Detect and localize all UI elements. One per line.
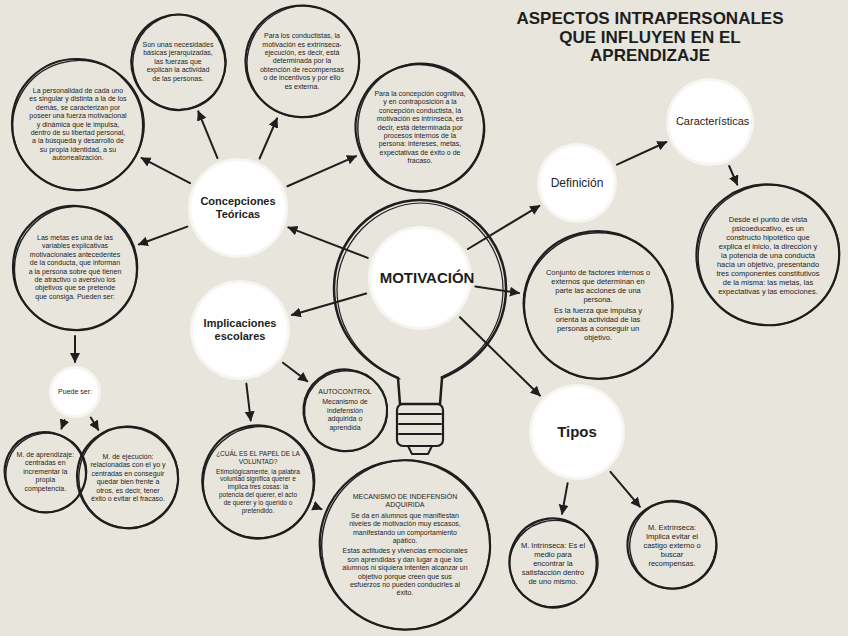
node-content: AUTOCONTROL Mecanismo de indefensión adqu…	[314, 388, 377, 432]
node-text: Las metas es una de las variables explic…	[29, 234, 122, 301]
arrow-connector	[292, 294, 366, 315]
node-text: Es la fuerza que impulsa y orienta la ac…	[543, 306, 653, 342]
arrow-connector	[198, 111, 217, 158]
node-text: Puede ser:	[55, 388, 95, 396]
topic-circle: Concepciones Teóricas	[188, 158, 288, 258]
node-content: MOTIVACIÓN	[380, 269, 461, 287]
node-text: ¿CUÁL ES EL PAPEL DE LA VOLUNTAD?	[216, 450, 300, 466]
note-circle: Para la concepción cognitiva, y en contr…	[354, 62, 486, 194]
note-circle: ¿CUÁL ES EL PAPEL DE LA VOLUNTAD?Etimoló…	[200, 424, 316, 540]
node-content: M. Intrínseca: Es el medio para encontra…	[520, 541, 587, 586]
arrow-connector	[287, 156, 356, 186]
node-content: Las metas es una de las variables explic…	[29, 234, 122, 301]
node-content: M. de aprendizaje: centradas en incremen…	[15, 451, 76, 493]
node-text: MOTIVACIÓN	[380, 269, 461, 287]
topic-circle: Tipos	[529, 384, 625, 480]
note-circle: Desde el punto de vista psicoeducativo, …	[695, 182, 841, 328]
arrow-connector	[91, 418, 99, 430]
node-text: M. de aprendizaje: centradas en incremen…	[15, 451, 76, 493]
node-text: Son unas necesidades básicas jerarquizad…	[142, 41, 214, 83]
arrow-connector	[562, 483, 568, 514]
arrow-connector	[283, 363, 307, 382]
arrow-connector	[315, 506, 321, 509]
node-content: Implicaciones escolares	[201, 317, 279, 343]
note-circle: AUTOCONTROL Mecanismo de indefensión adqu…	[302, 367, 389, 454]
node-content: MECANISMO DE INDEFENSIÓN ADQUIRIDASe da …	[342, 493, 468, 598]
arrow-connector	[468, 206, 539, 249]
node-text: Definición	[546, 176, 608, 190]
node-content: Conjunto de factores internos o externos…	[543, 268, 653, 342]
node-content: Características	[676, 115, 744, 128]
node-text: Tipos	[540, 423, 614, 441]
topic-circle: Características	[666, 78, 754, 166]
note-circle: M. de ejecución: relacionadas con el yo …	[75, 425, 180, 530]
node-text: Características	[676, 115, 744, 128]
topic-circle: Implicaciones escolares	[190, 280, 290, 380]
note-circle: Las metas es una de las variables explic…	[11, 204, 139, 332]
node-content: Para la concepción cognitiva, y en contr…	[372, 90, 468, 166]
note-circle: Son unas necesidades básicas jerarquizad…	[129, 13, 228, 112]
node-content: Definición	[546, 176, 608, 190]
note-circle: MECANISMO DE INDEFENSIÓN ADQUIRIDASe da …	[318, 458, 492, 632]
circle-outline	[318, 458, 492, 632]
node-text: M. de ejecución: relacionadas con el yo …	[90, 453, 166, 503]
node-text: AUTOCONTROL	[314, 388, 377, 396]
arrow-connector	[139, 227, 188, 245]
node-content: Son unas necesidades básicas jerarquizad…	[142, 41, 214, 83]
note-circle: La personalidad de cada uno es singular …	[10, 57, 145, 192]
arrow-connector	[617, 142, 666, 165]
arrow-connector	[729, 166, 737, 185]
node-content: Puede ser:	[55, 388, 95, 396]
node-text: M. Intrínseca: Es el medio para encontra…	[520, 541, 587, 586]
node-content: ¿CUÁL ES EL PAPEL DE LA VOLUNTAD?Etimoló…	[216, 450, 300, 514]
note-circle: M. Intrínseca: Es el medio para encontra…	[507, 517, 599, 609]
arrow-connector	[61, 420, 64, 428]
arrow-connector	[246, 384, 250, 421]
note-circle: Para los conductistas, la motivación es …	[244, 3, 361, 120]
node-content: La personalidad de cada uno es singular …	[29, 87, 127, 163]
arrow-connector	[74, 336, 76, 362]
node-text: Conjunto de factores internos o externos…	[543, 268, 653, 304]
node-content: Tipos	[540, 423, 614, 441]
note-circle: Conjunto de factores internos o externos…	[522, 229, 674, 381]
node-text: MECANISMO DE INDEFENSIÓN ADQUIRIDA	[342, 493, 468, 510]
note-circle: M. de aprendizaje: centradas en incremen…	[3, 430, 88, 515]
node-content: M. Extrínseca: Implica evitar el castigo…	[639, 523, 706, 568]
node-text: Mecanismo de indefensión adquirida o apr…	[314, 398, 377, 432]
node-text: M. Extrínseca: Implica evitar el castigo…	[639, 523, 706, 568]
arrow-connector	[141, 158, 190, 183]
node-text: La personalidad de cada uno es singular …	[29, 87, 127, 163]
arrow-connector	[260, 118, 277, 158]
node-text: Desde el punto de vista psicoeducativo, …	[715, 214, 821, 295]
topic-circle: Definición	[537, 143, 617, 223]
node-content: Desde el punto de vista psicoeducativo, …	[715, 214, 821, 295]
diagram-title: ASPECTOS INTRAPERSONALES QUE INFLUYEN EN…	[500, 10, 800, 66]
node-text: Para la concepción cognitiva, y en contr…	[372, 90, 468, 166]
node-text: Estas actitudes y vivencias emocionales …	[342, 547, 468, 597]
node-content: M. de ejecución: relacionadas con el yo …	[90, 453, 166, 503]
arrow-connector	[288, 227, 367, 258]
node-text: Etimológicamente, la palabra voluntad si…	[216, 467, 300, 514]
node-content: Concepciones Teóricas	[199, 195, 277, 221]
topic-circle: MOTIVACIÓN	[368, 226, 472, 330]
node-text: Para los conductistas, la motivación es …	[260, 32, 345, 91]
node-content: Para los conductistas, la motivación es …	[260, 32, 345, 91]
node-text: Concepciones Teóricas	[199, 195, 277, 221]
circle-outline	[522, 229, 674, 381]
arrow-connector	[475, 286, 519, 293]
topic-circle: Puede ser:	[49, 366, 101, 418]
node-text: Se da en alumnos que manifiestan niveles…	[342, 511, 468, 545]
note-circle: M. Extrínseca: Implica evitar el castigo…	[626, 499, 718, 591]
arrow-connector	[610, 472, 639, 507]
node-text: Implicaciones escolares	[201, 317, 279, 343]
